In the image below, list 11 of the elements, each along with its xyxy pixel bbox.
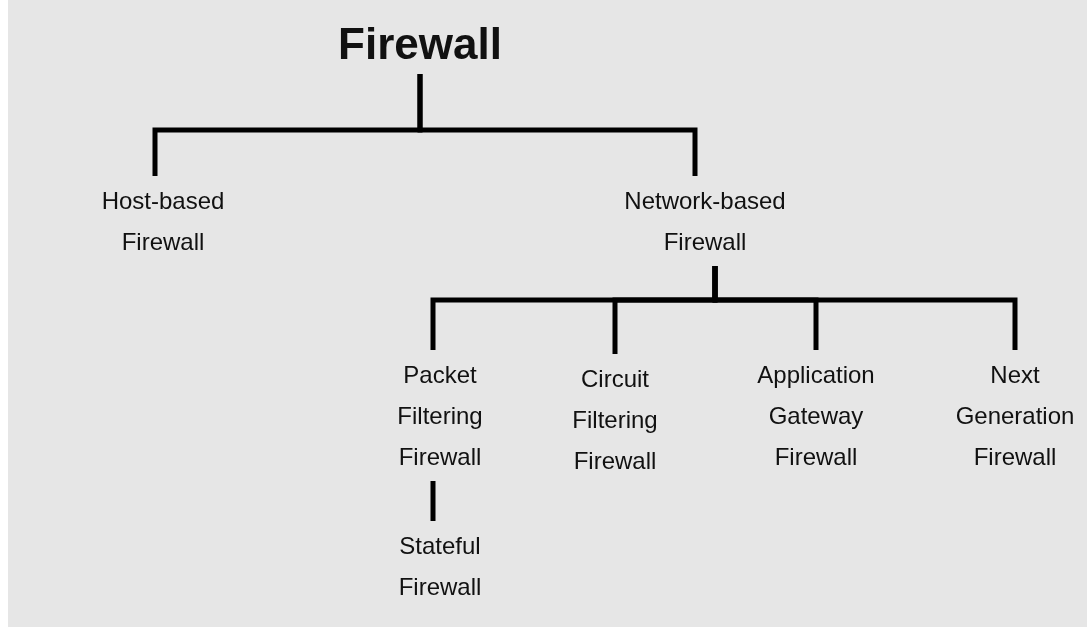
root-label: Firewall [300,18,540,70]
category-label: Circuit Filtering Firewall [540,358,690,481]
tree-connector [417,74,698,176]
category-label: Application Gateway Firewall [731,354,901,477]
category-label: Stateful Firewall [365,525,515,607]
category-label: Host-based Firewall [63,180,263,262]
category-label: Next Generation Firewall [940,354,1087,477]
category-label: Packet Filtering Firewall [365,354,515,477]
tree-connector [712,266,1018,350]
tree-connector [430,481,436,521]
category-label: Network-based Firewall [585,180,825,262]
